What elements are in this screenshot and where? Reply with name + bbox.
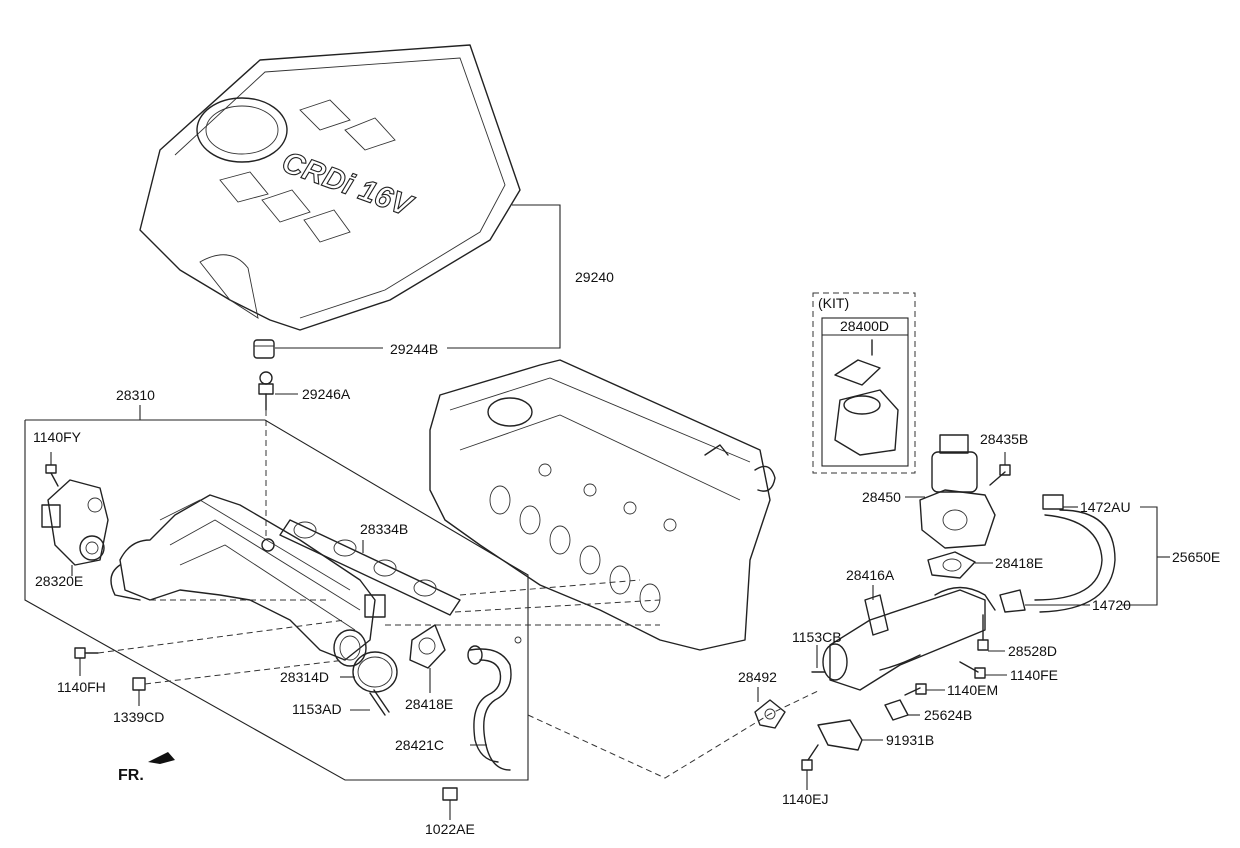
label-kit: (KIT) [818, 295, 849, 311]
actuator-28320E [41, 479, 109, 576]
gasket-28492 [754, 687, 786, 729]
grommet-29244B [253, 339, 275, 359]
label-28310: 28310 [116, 387, 155, 403]
label-29244B: 29244B [390, 341, 438, 357]
label-1140FY: 1140FY [33, 429, 82, 445]
front-arrow-icon [148, 752, 175, 764]
label-28418E-right: 28418E [995, 555, 1043, 571]
bolt-28528D [977, 614, 1005, 652]
stud-1153AD [350, 689, 390, 716]
bolt-1140FE [959, 661, 1007, 679]
stud-29246A [258, 371, 274, 411]
label-front: FR. [118, 767, 144, 784]
nut-1339CD [132, 677, 146, 706]
pipe-28421C [467, 636, 522, 771]
label-28492: 28492 [738, 669, 777, 685]
label-1472AU: 1472AU [1080, 499, 1131, 515]
label-28450: 28450 [862, 489, 901, 505]
label-1140EM: 1140EM [947, 682, 998, 698]
part-labels: 29240 29244B 29246A 28310 1140FY 28320E … [33, 269, 1220, 837]
label-28314D: 28314D [280, 669, 329, 685]
bolt-1140FY [45, 452, 59, 487]
label-28320E: 28320E [35, 573, 83, 589]
label-28435B: 28435B [980, 431, 1028, 447]
cover-logo-text: CRDi 16V [278, 146, 419, 224]
hose-25650E [999, 494, 1116, 613]
bolt-1140EM [904, 683, 945, 696]
gasket-28418E-right [927, 551, 993, 579]
label-29240: 29240 [575, 269, 614, 285]
nut-1022AE [442, 787, 458, 820]
group-outline-28310 [24, 405, 529, 781]
label-28334B: 28334B [360, 521, 408, 537]
label-14720: 14720 [1092, 597, 1131, 613]
label-91931B: 91931B [886, 732, 934, 748]
label-25624B: 25624B [924, 707, 972, 723]
label-29246A: 29246A [302, 386, 351, 402]
label-28528D: 28528D [1008, 643, 1057, 659]
label-1153CB: 1153CB [792, 629, 842, 645]
label-1140FH: 1140FH [57, 679, 106, 695]
label-1140EJ: 1140EJ [782, 791, 828, 807]
label-28418E-left: 28418E [405, 696, 453, 712]
label-28421C: 28421C [395, 737, 444, 753]
egr-valve-28450 [905, 434, 996, 549]
bolt-28435B [989, 452, 1011, 486]
label-1153AD: 1153AD [292, 701, 342, 717]
label-1022AE: 1022AE [425, 821, 475, 837]
gasket-28418E-left [409, 624, 446, 693]
kit-box [812, 292, 916, 474]
intake-manifold [110, 494, 386, 667]
label-1339CD: 1339CD [113, 709, 164, 725]
egr-cooler-28416A [822, 585, 996, 691]
gasket-28334B [279, 519, 461, 616]
label-28400D: 28400D [840, 318, 889, 334]
label-28416A: 28416A [846, 567, 895, 583]
stud-1153CB [811, 645, 826, 673]
bracket-91931B [817, 719, 883, 751]
bolt-1140FH [74, 647, 99, 676]
clip-25624B [884, 699, 920, 721]
bolt-1140EJ [801, 744, 819, 790]
label-25650E: 25650E [1172, 549, 1220, 565]
cylinder-head [429, 359, 776, 651]
label-1140FE: 1140FE [1010, 667, 1058, 683]
engine-cover: CRDi 16V [139, 44, 521, 331]
